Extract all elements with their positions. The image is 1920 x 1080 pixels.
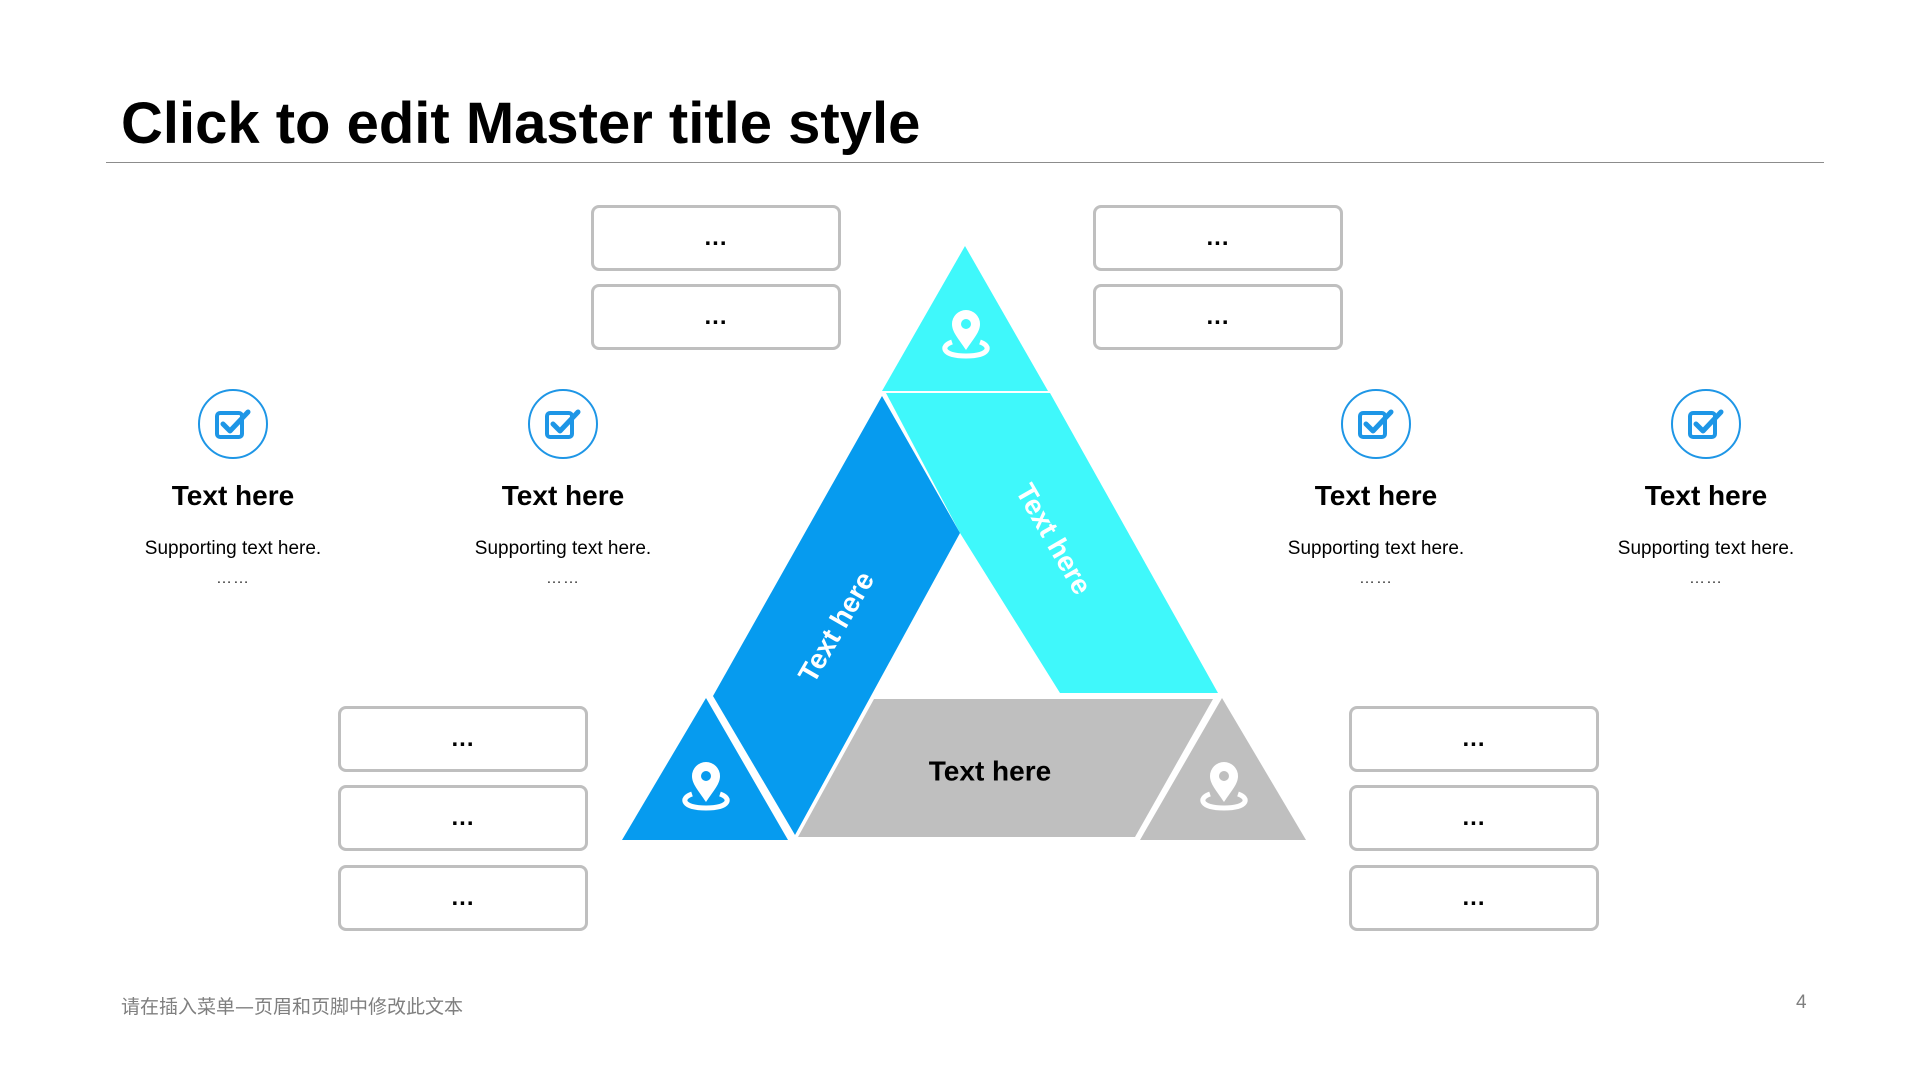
right-band[interactable] <box>886 393 1218 693</box>
bottom-right-box-1[interactable]: ... <box>1349 706 1599 772</box>
feature-ellipsis: …… <box>216 570 250 587</box>
feature-text[interactable]: Supporting text here. <box>1287 538 1465 559</box>
feature-4: Text here Supporting text here. …… <box>1576 389 1836 589</box>
map-pin-icon <box>682 762 730 811</box>
map-pin-icon <box>1200 762 1248 811</box>
checkbox-icon <box>528 389 598 459</box>
checkbox-icon <box>198 389 268 459</box>
bottom-left-box-3[interactable]: ... <box>338 865 588 931</box>
slide-title[interactable]: Click to edit Master title style <box>121 91 921 156</box>
feature-ellipsis: …… <box>546 570 580 587</box>
checkbox-icon <box>1341 389 1411 459</box>
feature-text[interactable]: Supporting text here. <box>474 538 652 559</box>
feature-heading[interactable]: Text here <box>171 480 295 511</box>
bottom-band[interactable] <box>798 699 1213 837</box>
feature-ellipsis: …… <box>1359 570 1393 587</box>
bottom-band-label: Text here <box>929 755 1051 786</box>
feature-3: Text here Supporting text here. …… <box>1246 389 1506 589</box>
feature-ellipsis: …… <box>1689 570 1723 587</box>
top-right-box-2[interactable]: ... <box>1093 284 1343 350</box>
feature-heading[interactable]: Text here <box>501 480 625 511</box>
page-number: 4 <box>1796 992 1807 1013</box>
footer-text[interactable]: 请在插入菜单—页眉和页脚中修改此文本 <box>121 996 464 1018</box>
bottom-right-box-3[interactable]: ... <box>1349 865 1599 931</box>
top-left-box-2[interactable]: ... <box>591 284 841 350</box>
checkbox-icon <box>1671 389 1741 459</box>
top-right-box-1[interactable]: ... <box>1093 205 1343 271</box>
map-pin-icon <box>942 310 990 359</box>
title-divider <box>106 162 1824 163</box>
top-left-box-1[interactable]: ... <box>591 205 841 271</box>
bottom-right-box-2[interactable]: ... <box>1349 785 1599 851</box>
bottom-left-box-2[interactable]: ... <box>338 785 588 851</box>
feature-text[interactable]: Supporting text here. <box>1617 538 1795 559</box>
feature-1: Text here Supporting text here. …… <box>103 389 363 589</box>
feature-heading[interactable]: Text here <box>1644 480 1768 511</box>
bottom-left-box-1[interactable]: ... <box>338 706 588 772</box>
left-band[interactable] <box>713 396 960 835</box>
feature-2: Text here Supporting text here. …… <box>433 389 693 589</box>
feature-heading[interactable]: Text here <box>1314 480 1438 511</box>
feature-text[interactable]: Supporting text here. <box>144 538 322 559</box>
